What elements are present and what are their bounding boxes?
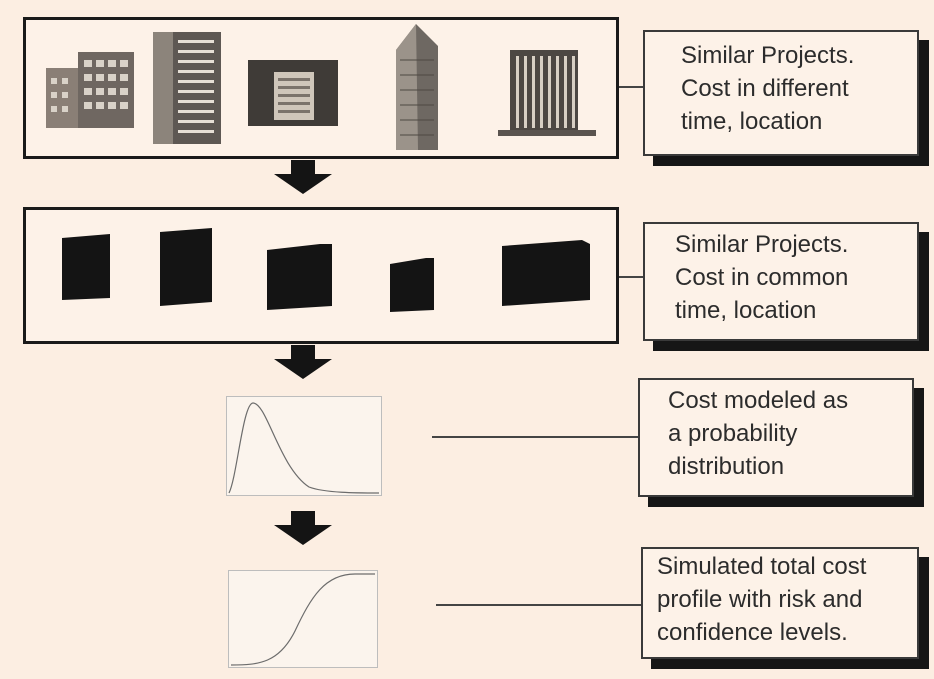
label-simulated-total-cost: Simulated total cost profile with risk a… (641, 547, 929, 669)
cost-block-icon (390, 258, 434, 312)
connector-line (619, 276, 643, 278)
label-line: Similar Projects. (675, 231, 849, 258)
label-text-box: Cost modeled as a probability distributi… (638, 378, 914, 497)
cost-block-icon (267, 244, 332, 310)
label-common-time-location: Similar Projects. Cost in common time, l… (643, 222, 929, 351)
cost-block-icon (502, 240, 590, 306)
label-line: Cost in common (675, 264, 849, 291)
office-building-icon (46, 52, 134, 128)
label-text-box: Simulated total cost profile with risk a… (641, 547, 919, 659)
slab-building-icon (498, 50, 596, 136)
buildings-illustration (46, 24, 596, 150)
label-line: profile with risk and (657, 586, 863, 613)
cost-block-icon (160, 228, 212, 306)
connector-line (619, 86, 643, 88)
down-arrow-icon (272, 345, 334, 381)
label-line: Cost modeled as (668, 387, 849, 414)
label-text-box: Similar Projects. Cost in common time, l… (643, 222, 919, 341)
buildings-panel (23, 17, 619, 159)
connector-line (432, 436, 638, 438)
label-line: a probability (668, 420, 798, 447)
down-arrow-icon (272, 160, 334, 196)
label-line: Simulated total cost (657, 553, 867, 580)
highrise-building-icon (153, 32, 221, 144)
probability-density-curve-icon (226, 396, 382, 496)
midrise-building-icon (248, 60, 338, 126)
label-text-box: Similar Projects. Cost in different time… (643, 30, 919, 156)
label-line: Similar Projects. (681, 42, 855, 69)
label-line: time, location (675, 297, 817, 324)
cost-block-icon (62, 234, 110, 300)
label-different-time-location: Similar Projects. Cost in different time… (643, 30, 929, 166)
label-line: confidence levels. (657, 619, 848, 646)
label-line: Cost in different (681, 75, 849, 102)
down-arrow-icon (272, 511, 334, 547)
label-line: distribution (668, 453, 785, 480)
skyscraper-icon (396, 24, 438, 150)
normalized-blocks-panel (23, 207, 619, 344)
label-line: time, location (681, 108, 823, 135)
cost-blocks-illustration (62, 228, 590, 312)
label-probability-distribution: Cost modeled as a probability distributi… (638, 378, 924, 507)
cumulative-curve-icon (228, 570, 378, 668)
connector-line (436, 604, 641, 606)
